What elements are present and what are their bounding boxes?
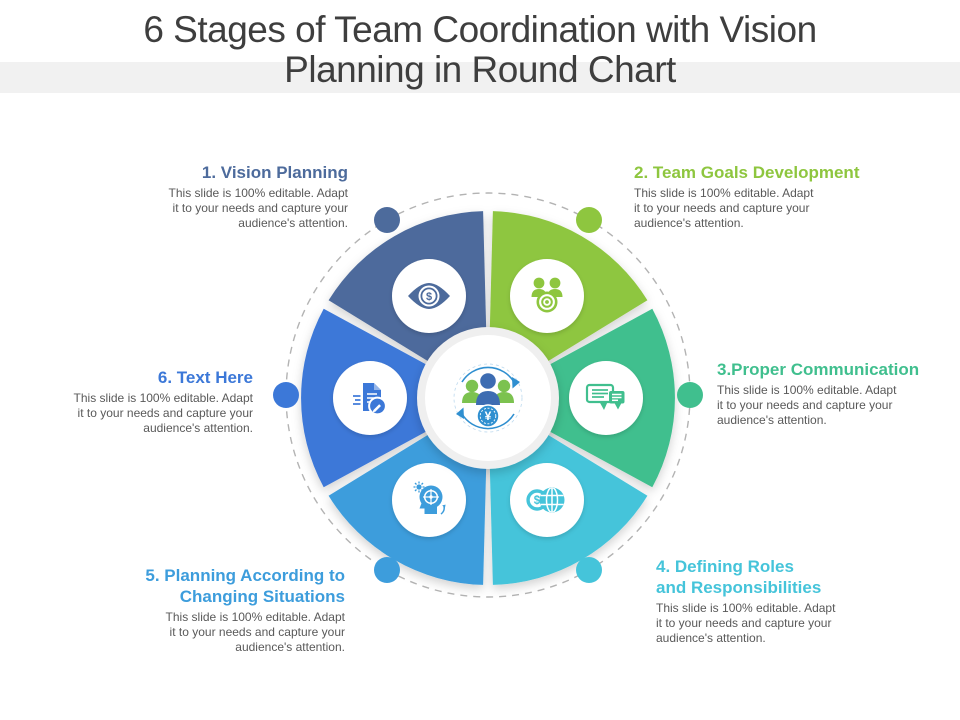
slide-title: 6 Stages of Team Coordination with Visio… <box>0 10 960 90</box>
stage-description: This slide is 100% editable. Adapt it to… <box>73 391 253 435</box>
stage-label: 4. Defining Roles and Responsibilities <box>656 557 822 597</box>
stage-label: 3.Proper Communication <box>717 360 920 379</box>
stage-description: This slide is 100% editable. Adapt it to… <box>717 383 897 427</box>
stage-description: This slide is 100% editable. Adapt it to… <box>168 186 348 230</box>
ring-dots <box>273 207 703 583</box>
dot-team-goals <box>576 207 602 233</box>
slide-title-line1: 6 Stages of Team Coordination with Visio… <box>143 9 817 50</box>
dollar-glyph: $ <box>534 495 541 507</box>
stage-block-planning: 5. Planning According to Changing Situat… <box>85 565 345 655</box>
dot-roles <box>576 557 602 583</box>
stage-label: 6. Text Here <box>157 368 253 387</box>
stage-label: 2. Team Goals Development <box>634 163 860 182</box>
stage-label: 5. Planning According to Changing Situat… <box>145 566 345 606</box>
stage-description: This slide is 100% editable. Adapt it to… <box>165 610 345 654</box>
dot-communication <box>677 382 703 408</box>
dot-text-here <box>273 382 299 408</box>
chat-bubbles-icon <box>585 383 625 410</box>
title-background-band <box>0 62 960 93</box>
dot-vision <box>374 207 400 233</box>
stage-block-vision-planning: 1. Vision Planning This slide is 100% ed… <box>88 162 348 231</box>
globe-dollar-icon: $ <box>526 487 565 513</box>
dot-planning <box>374 557 400 583</box>
eye-dollar-icon: $ <box>408 283 450 309</box>
center-hub: ¥ <box>417 327 559 469</box>
stage-description: This slide is 100% editable. Adapt it to… <box>656 601 836 645</box>
document-edit-icon <box>353 383 387 416</box>
lead-person <box>476 373 500 405</box>
team-target-icon <box>531 277 563 313</box>
stage-block-text-here: 6. Text Here This slide is 100% editable… <box>21 367 253 436</box>
team-sync-center-icon: ¥ <box>453 363 523 433</box>
slide-title-line2: Planning in Round Chart <box>284 49 676 90</box>
stage-description: This slide is 100% editable. Adapt it to… <box>634 186 814 230</box>
stage-block-roles: 4. Defining Roles and Responsibilities T… <box>656 556 896 646</box>
yen-glyph: ¥ <box>485 409 492 423</box>
spark-gear <box>413 481 425 493</box>
stage-block-communication: 3.Proper Communication This slide is 100… <box>717 359 949 428</box>
stage-block-team-goals: 2. Team Goals Development This slide is … <box>634 162 894 231</box>
dollar-glyph: $ <box>426 291 432 303</box>
stage-label: 1. Vision Planning <box>201 163 348 182</box>
head-target-icon <box>413 481 446 515</box>
